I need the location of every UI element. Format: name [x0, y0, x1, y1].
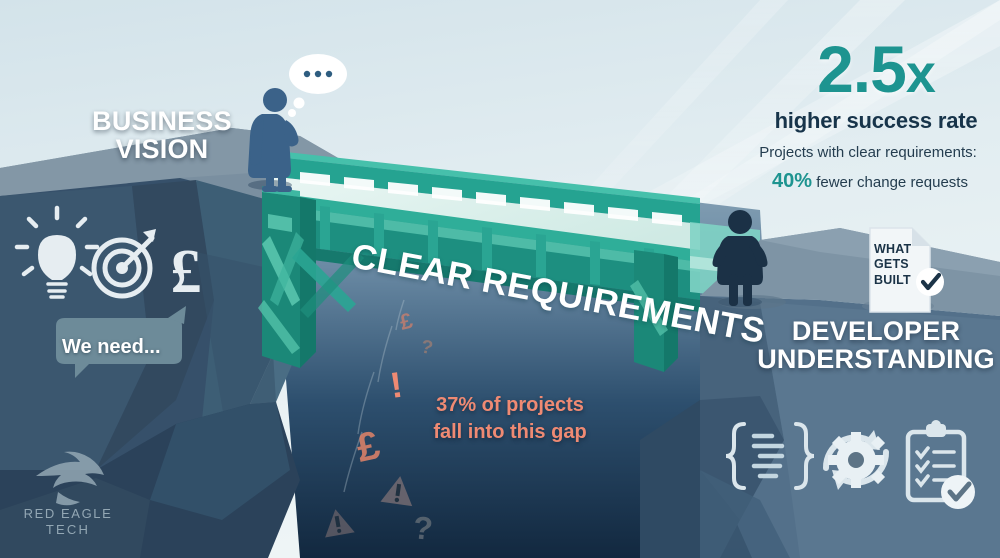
stat-headline: higher success rate — [774, 108, 978, 133]
page-title-right: DEVELOPER UNDERSTANDING — [752, 316, 1000, 374]
thought-bubble — [288, 54, 347, 117]
code-braces-icon — [725, 422, 815, 490]
clipboard-check-icon — [905, 420, 975, 509]
logo-text: RED EAGLE TECH — [8, 506, 128, 539]
logo-line2: TECH — [45, 522, 91, 538]
gap-stat-line2: fall into this gap — [433, 421, 587, 443]
stat-multiplier: 2.5x — [760, 36, 992, 102]
business-vision-line2: VISION — [115, 133, 209, 164]
speech-bubble-text: We need... — [62, 336, 161, 358]
page-title-left: BUSINESS VISION — [52, 106, 272, 164]
logo-line1: RED EAGLE — [23, 506, 113, 521]
business-person-figure — [248, 88, 299, 192]
eagle-icon — [36, 451, 104, 506]
business-vision-line1: BUSINESS — [92, 106, 232, 136]
warning-triangle-icon — [380, 476, 413, 507]
document-card-text: WHAT GETS BUILT — [874, 242, 934, 288]
bridge-ties — [300, 172, 682, 226]
target-icon — [91, 229, 156, 299]
stat-multiplier-suffix: x — [905, 44, 936, 104]
developer-line2: UNDERSTANDING — [757, 343, 995, 374]
gap-stat-line1: 37% of projects — [436, 394, 584, 416]
warning-triangle-icon — [325, 509, 355, 538]
stat-multiplier-value: 2.5 — [817, 32, 907, 106]
svg-text:?: ? — [411, 509, 434, 547]
lightbulb-icon — [14, 205, 100, 299]
stat-subtext: Projects with clear requirements: — [759, 144, 977, 161]
stat-secondary-percent: 40% — [772, 170, 813, 192]
doc-line2: GETS — [874, 257, 909, 272]
svg-text:!: ! — [387, 364, 405, 406]
developer-line1: DEVELOPER — [791, 316, 961, 346]
bridge-brace-left — [292, 248, 356, 312]
developer-person-figure — [712, 210, 768, 307]
stat-secondary-label: fewer change requests — [812, 174, 968, 191]
svg-text:?: ? — [419, 336, 435, 359]
doc-line1: WHAT — [874, 242, 912, 256]
bridge-right-pier — [630, 250, 678, 372]
pound-icon: £ — [171, 238, 202, 306]
svg-text:£: £ — [171, 238, 202, 306]
stat-secondary: 40% fewer change requests — [740, 170, 1000, 193]
gap-statistic: 37% of projects fall into this gap — [420, 392, 600, 446]
gear-cycle-icon — [822, 430, 890, 490]
doc-line3: BUILT — [874, 272, 911, 287]
